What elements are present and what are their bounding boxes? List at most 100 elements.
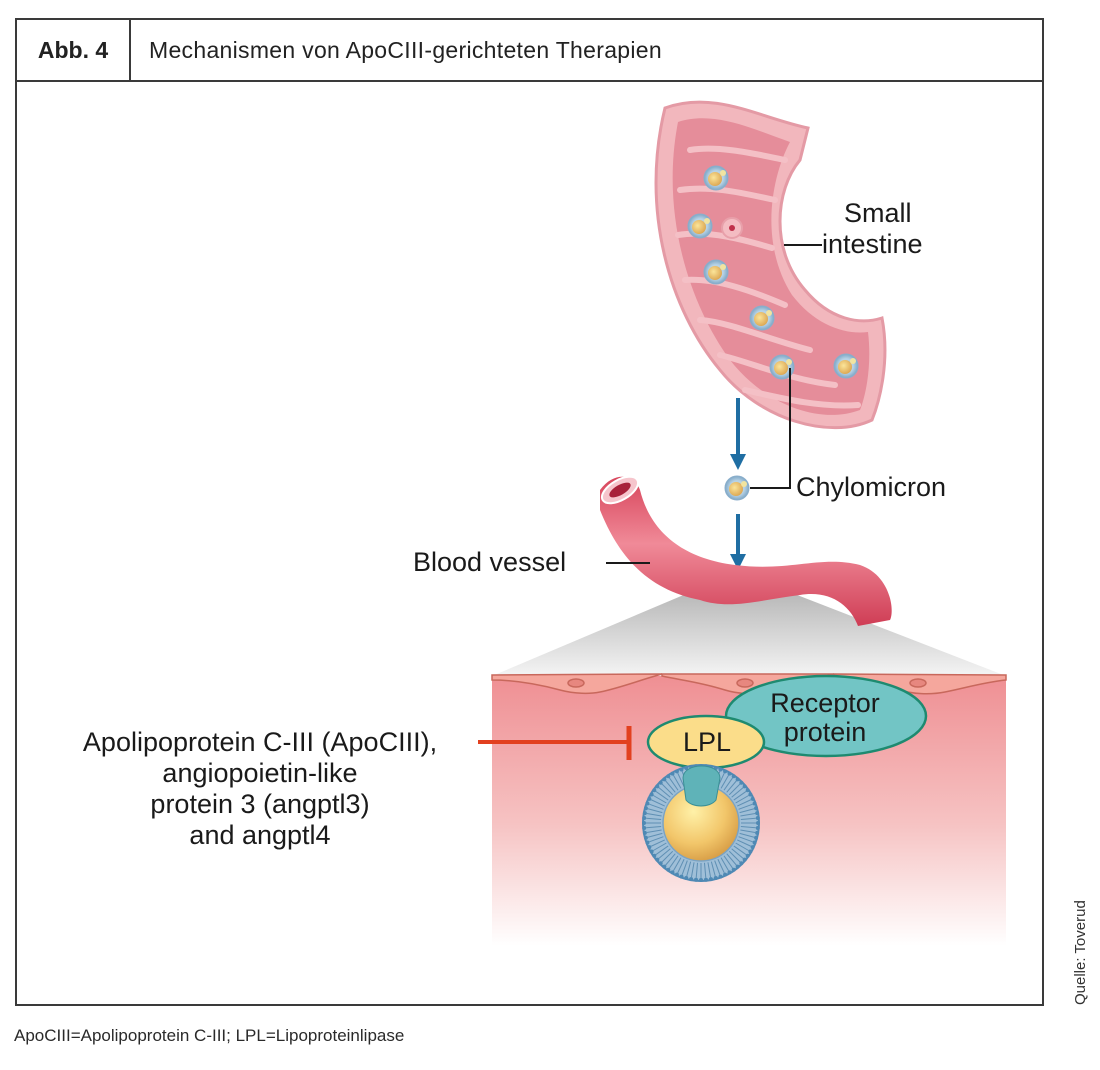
- phospholipid-head: [670, 870, 675, 875]
- zoom-cone: [492, 572, 1006, 676]
- phospholipid-head: [742, 857, 747, 862]
- footnote: ApoCIII=Apolipoprotein C-III; LPL=Lipopr…: [14, 1026, 405, 1045]
- phospholipid-mark: [649, 803, 664, 810]
- phospholipid-mark: [728, 850, 741, 863]
- phospholipid-head: [649, 849, 654, 854]
- phospholipid-head: [745, 853, 750, 858]
- phospholipid-mark: [653, 795, 667, 804]
- phospholipid-mark: [673, 775, 682, 789]
- phospholipid-head: [674, 872, 679, 877]
- phospholipid-mark: [661, 850, 674, 863]
- small-intestine-label: Small intestine: [822, 198, 923, 260]
- chylomicron-icon: [703, 165, 729, 191]
- phospholipid-head: [652, 853, 657, 858]
- phospholipid-mark: [703, 862, 707, 878]
- phospholipid-mark: [737, 799, 752, 807]
- phospholipid-mark: [655, 845, 669, 855]
- phospholipid-head: [694, 877, 699, 882]
- receptor-protein-label: Receptor protein: [760, 689, 890, 747]
- inhibition-arrow: [478, 726, 632, 760]
- phospholipid-mark: [665, 780, 676, 793]
- phospholipid-mark: [714, 860, 721, 875]
- phospholipid-head: [755, 825, 760, 830]
- blood-vessel-label: Blood vessel: [413, 547, 567, 577]
- phospholipid-mark: [739, 808, 755, 814]
- chylomicron-icon: [724, 475, 750, 501]
- receptor-protein-label-line: protein: [783, 717, 867, 747]
- phospholipid-mark: [695, 862, 699, 878]
- phospholipid-mark: [720, 857, 729, 871]
- phospholipid-mark: [731, 787, 744, 798]
- phospholipid-head: [670, 771, 675, 776]
- phospholipid-mark: [658, 787, 671, 798]
- phospholipid-mark: [740, 812, 756, 817]
- phospholipid-mark: [710, 861, 716, 877]
- phospholipid-head: [666, 774, 671, 779]
- phospholipid-head: [750, 796, 755, 801]
- phospholipid-head: [647, 796, 652, 801]
- receptor-protein-shape: [724, 674, 928, 758]
- figure-title: Mechanismen von ApoCIII-gerichteten Ther…: [149, 37, 662, 63]
- chylomicron-label: Chylomicron: [796, 472, 947, 502]
- phospholipid-head: [735, 864, 740, 869]
- phospholipid-head: [755, 830, 760, 835]
- phospholipid-head: [652, 788, 657, 793]
- phospholipid-head: [662, 864, 667, 869]
- figure-number: Abb. 4: [17, 20, 131, 80]
- phospholipid-head: [727, 870, 732, 875]
- phospholipid-mark: [720, 775, 729, 789]
- phospholipid-head: [742, 784, 747, 789]
- chylomicron-icon: [749, 305, 775, 331]
- phospholipid-head: [642, 816, 647, 821]
- phospholipid-head: [689, 877, 694, 882]
- phospholipid-mark: [686, 861, 692, 877]
- phospholipid-mark: [723, 855, 733, 869]
- phospholipid-mark: [690, 862, 695, 878]
- phospholipid-head: [754, 835, 759, 840]
- phospholipid-mark: [665, 853, 676, 866]
- phospholipid-head: [723, 872, 728, 877]
- phospholipid-head: [643, 806, 648, 811]
- phospholipid-head: [684, 876, 689, 881]
- phospholipid-head: [708, 877, 713, 882]
- figure-header: Abb. 4 Mechanismen von ApoCIII-gerichtet…: [17, 20, 1042, 82]
- phospholipid-mark: [728, 783, 741, 796]
- phospholipid-head: [735, 777, 740, 782]
- phospholipid-mark: [646, 829, 662, 834]
- phospholipid-head: [718, 767, 723, 772]
- chylomicron-icon: [769, 354, 795, 380]
- arrow-down-icon: [730, 398, 746, 470]
- inhibitors-label-line: and angptl4: [189, 820, 331, 850]
- small-intestine-label-line: Small: [844, 198, 912, 228]
- inhibitors-label: Apolipoprotein C-III (ApoCIII), angiopoi…: [30, 727, 490, 851]
- phospholipid-mark: [735, 795, 749, 804]
- phospholipid-mark: [669, 777, 679, 791]
- phospholipid-mark: [738, 836, 753, 843]
- receptor-protein-label-line: Receptor: [770, 688, 880, 718]
- phospholipid-mark: [669, 855, 679, 869]
- inhibitors-label-line: Apolipoprotein C-III (ApoCIII),: [82, 727, 438, 757]
- phospholipid-mark: [740, 825, 756, 829]
- inhibitors-label-line: protein 3 (angptl3): [150, 789, 370, 819]
- phospholipid-head: [662, 777, 667, 782]
- phospholipid-head: [727, 771, 732, 776]
- phospholipid-head: [755, 811, 760, 816]
- blood-vessel-illustration: [600, 475, 892, 626]
- phospholipid-mark: [723, 777, 733, 791]
- phospholipid-mark: [739, 832, 755, 838]
- small-intestine-illustration: [654, 100, 887, 430]
- phospholipid-mark: [658, 848, 671, 859]
- phospholipid-head: [755, 816, 760, 821]
- phospholipid-mark: [726, 780, 737, 793]
- phospholipid-mark: [677, 859, 685, 874]
- phospholipid-head: [745, 788, 750, 793]
- phospholipid-mark: [649, 836, 664, 843]
- phospholipid-head: [642, 821, 646, 825]
- phospholipid-mark: [707, 862, 712, 878]
- phospholipid-mark: [733, 845, 747, 855]
- phospholipid-head: [642, 830, 647, 835]
- phospholipid-head: [655, 857, 660, 862]
- phospholipid-mark: [647, 808, 663, 814]
- arrow-down-icon: [730, 514, 746, 570]
